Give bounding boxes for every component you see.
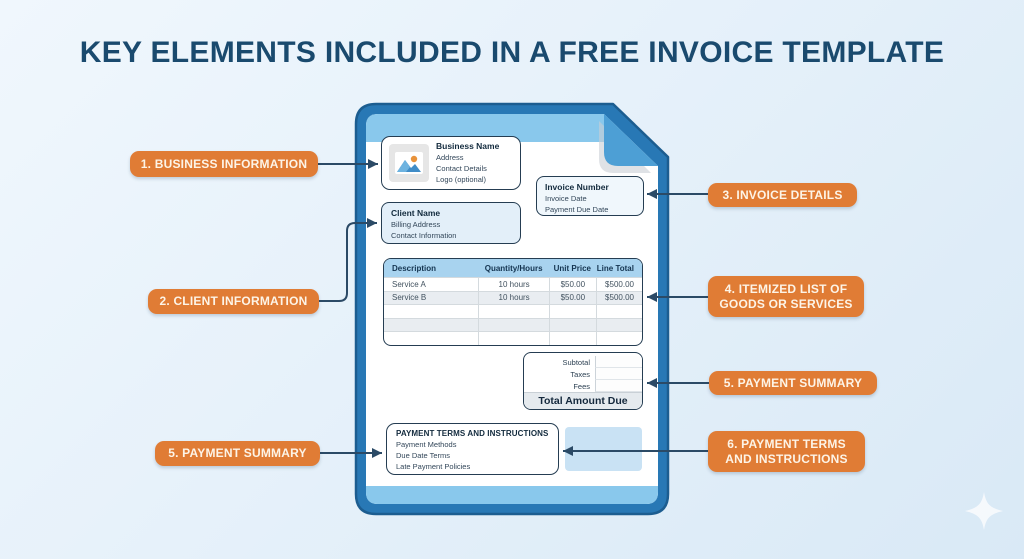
table-cell: Service A — [384, 277, 479, 291]
table-row — [384, 331, 642, 345]
client-name: Client Name — [391, 208, 441, 218]
table-header: Line Total — [596, 263, 634, 273]
table-cell — [478, 331, 550, 345]
invoice-date: Invoice Date — [545, 193, 587, 203]
callout-payment-terms: 6. PAYMENT TERMS AND INSTRUCTIONS — [708, 431, 865, 472]
client-billing-address: Billing Address — [391, 219, 441, 229]
table-cell: Service B — [384, 290, 479, 305]
business-name: Business Name — [436, 141, 500, 152]
table-cell — [595, 331, 642, 345]
table-cell — [478, 304, 550, 318]
page-title: KEY ELEMENTS INCLUDED IN A FREE INVOICE … — [79, 36, 945, 69]
table-header-row: Description Quantity/Hours Unit Price Li… — [384, 259, 642, 277]
total-amount-due: Total Amount Due — [524, 392, 642, 409]
business-info-box: Business Name Address Contact Details Lo… — [381, 136, 521, 190]
summary-label: Taxes — [570, 369, 590, 379]
callout-itemized-list: 4. ITEMIZED LIST OF GOODS OR SERVICES — [708, 276, 864, 317]
table-row — [384, 317, 642, 332]
business-address: Address — [436, 153, 464, 163]
summary-row: Taxes — [524, 368, 642, 380]
document-bottom-band — [366, 486, 658, 504]
table-cell: $500.00 — [595, 290, 642, 305]
table-cell: $500.00 — [595, 277, 642, 291]
table-cell: $50.00 — [549, 290, 596, 305]
sparkle-icon — [965, 492, 1003, 530]
payment-terms-box: PAYMENT TERMS AND INSTRUCTIONS Payment M… — [386, 423, 559, 475]
payment-methods: Payment Methods — [396, 440, 457, 449]
table-cell — [549, 331, 596, 345]
table-cell — [595, 317, 642, 332]
callout-payment-summary-right: 5. PAYMENT SUMMARY — [709, 371, 877, 395]
summary-label: Subtotal — [562, 357, 590, 367]
table-cell — [384, 331, 479, 345]
table-cell — [478, 317, 550, 332]
client-contact: Contact Information — [391, 230, 457, 240]
due-date-terms: Due Date Terms — [396, 450, 451, 460]
table-cell — [549, 304, 596, 318]
summary-row: Subtotal — [524, 356, 642, 368]
callout-payment-summary-left: 5. PAYMENT SUMMARY — [155, 441, 320, 466]
payment-due-date: Payment Due Date — [545, 204, 609, 214]
image-icon — [395, 152, 423, 174]
callout-client-information: 2. CLIENT INFORMATION — [148, 289, 319, 314]
table-cell: 10 hours — [478, 290, 550, 305]
table-cell — [384, 317, 479, 332]
table-header: Quantity/Hours — [484, 263, 543, 273]
table-cell: 10 hours — [478, 277, 550, 291]
invoice-details-box: Invoice Number Invoice Date Payment Due … — [536, 176, 644, 216]
table-header: Unit Price — [553, 263, 591, 273]
table-cell — [549, 317, 596, 332]
table-cell — [595, 304, 642, 318]
client-info-box: Client Name Billing Address Contact Info… — [381, 202, 521, 244]
table-cell: $50.00 — [549, 277, 596, 291]
callout-invoice-details: 3. INVOICE DETAILS — [708, 183, 857, 207]
table-row — [384, 304, 642, 318]
itemized-table: Description Quantity/Hours Unit Price Li… — [383, 258, 643, 346]
summary-label: Fees — [573, 381, 590, 391]
folded-corner-icon — [604, 114, 658, 166]
summary-value-cell — [595, 356, 642, 368]
late-payment-policies: Late Payment Policies — [396, 461, 471, 471]
signature-area — [565, 427, 642, 471]
summary-value-cell — [595, 368, 642, 380]
table-row: Service A 10 hours $50.00 $500.00 — [384, 277, 642, 291]
table-row: Service B 10 hours $50.00 $500.00 — [384, 290, 642, 305]
summary-value-cell — [595, 380, 642, 392]
business-info-text: Business Name Address Contact Details Lo… — [436, 140, 499, 185]
table-header: Description — [392, 263, 437, 273]
business-contact: Contact Details — [436, 163, 487, 173]
logo-placeholder — [389, 144, 429, 182]
invoice-number: Invoice Number — [545, 182, 609, 192]
callout-business-information: 1. BUSINESS INFORMATION — [130, 151, 318, 177]
table-cell — [384, 304, 479, 318]
business-logo-note: Logo (optional) — [436, 174, 487, 184]
summary-row: Fees — [524, 380, 642, 392]
payment-summary-box: Subtotal Taxes Fees Total Amount Due — [523, 352, 643, 410]
payment-terms-title: PAYMENT TERMS AND INSTRUCTIONS — [396, 429, 549, 438]
